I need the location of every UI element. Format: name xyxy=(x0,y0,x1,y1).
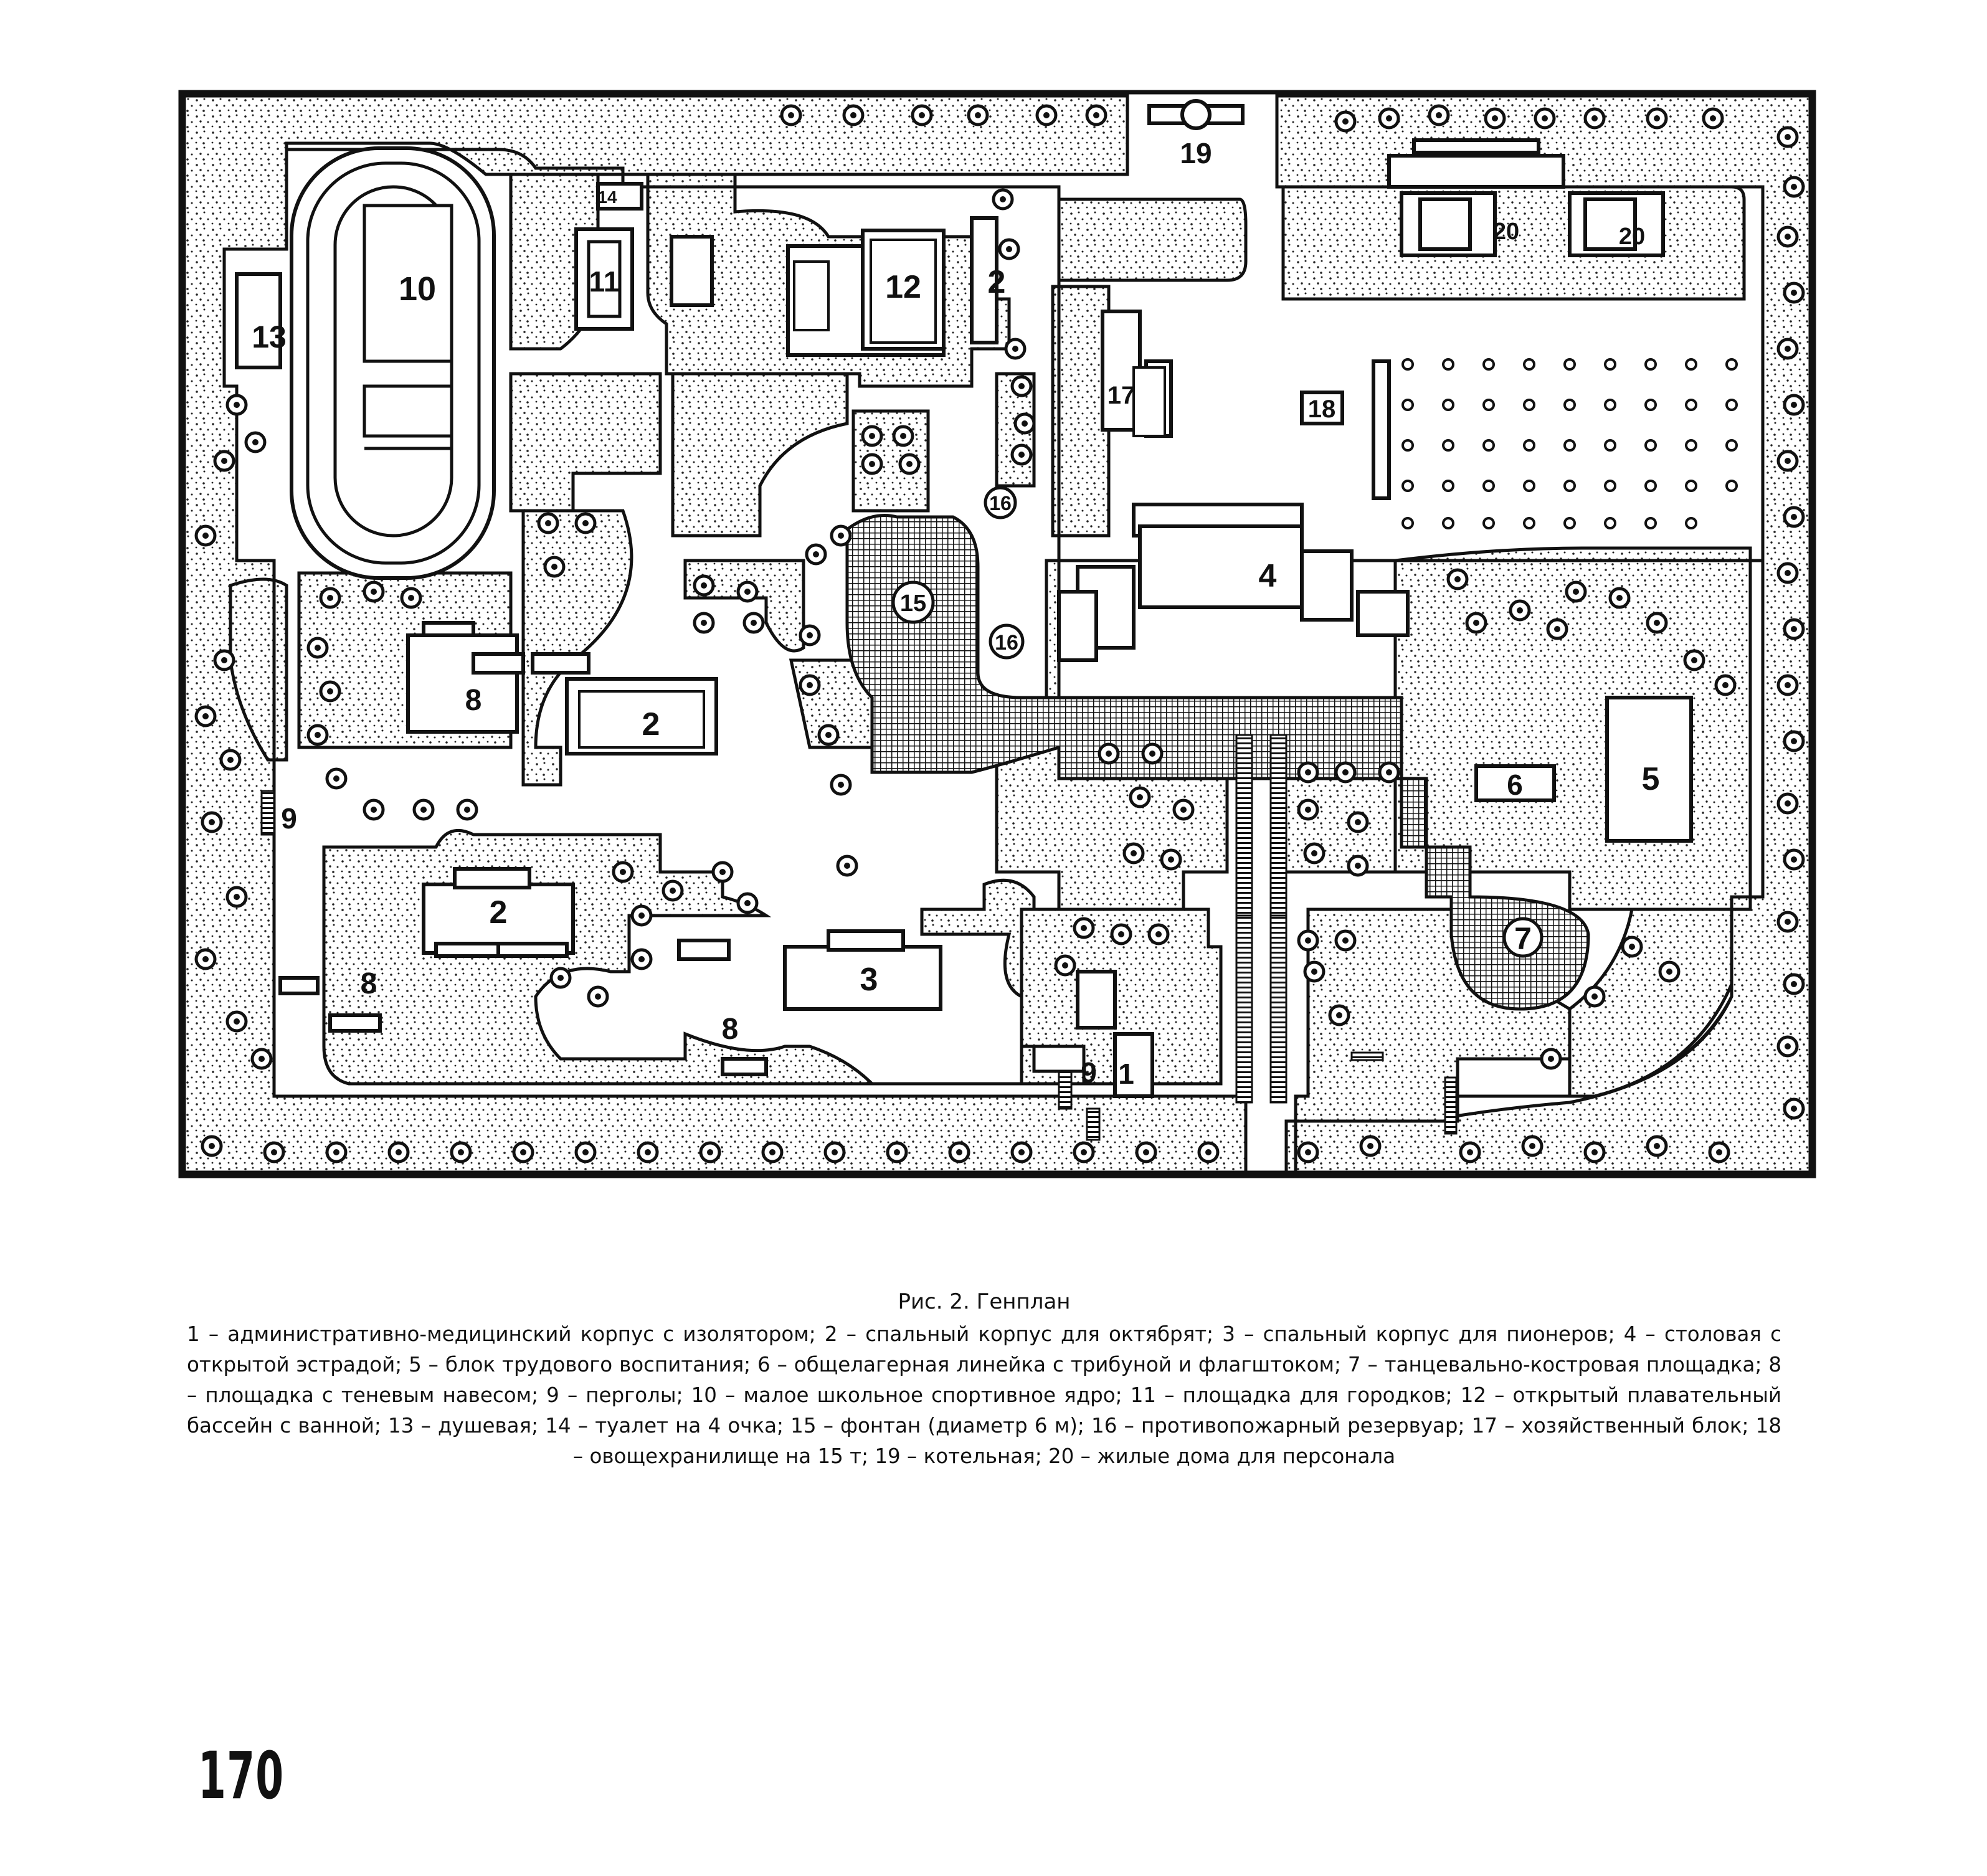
plan-label-20-east: 20 xyxy=(1619,224,1645,250)
circular-features xyxy=(891,486,1544,958)
page-number: 170 xyxy=(198,1738,285,1814)
plan-label-8-south: 8 xyxy=(722,1013,739,1046)
plan-label-4: 4 xyxy=(1259,558,1277,594)
roads xyxy=(222,148,1765,1174)
plan-label-10: 10 xyxy=(399,270,436,308)
plan-label-6: 6 xyxy=(1507,769,1523,801)
plaza xyxy=(845,514,1590,1011)
buildings xyxy=(235,99,1693,1098)
plan-label-8-west: 8 xyxy=(361,967,377,1000)
plan-label-14: 14 xyxy=(597,187,617,207)
plan-label-2-south: 2 xyxy=(490,894,508,931)
plan-label-7: 7 xyxy=(1514,921,1532,956)
plan-label-20-west: 20 xyxy=(1493,219,1519,245)
plan-label-8-north: 8 xyxy=(465,684,482,717)
plan-label-9-south: 9 xyxy=(1081,1056,1097,1089)
sports-core xyxy=(290,146,496,580)
figure-title: Рис. 2. Генплан xyxy=(898,1289,1071,1314)
figure-caption: Рис. 2. Генплан 1 – административно-меди… xyxy=(187,1289,1781,1472)
plan-label-5: 5 xyxy=(1642,761,1660,797)
figure-legend: 1 – административно-медицинский корпус с… xyxy=(187,1322,1781,1468)
plan-label-2-center: 2 xyxy=(642,706,660,742)
plan-label-13: 13 xyxy=(252,320,287,354)
plan-label-19: 19 xyxy=(1180,137,1212,169)
plan-label-16-south: 16 xyxy=(995,631,1018,655)
plan-label-12: 12 xyxy=(885,269,921,305)
stair-hatching xyxy=(260,734,1458,1141)
plan-label-2-east: 2 xyxy=(988,264,1006,300)
plan-label-1: 1 xyxy=(1118,1058,1134,1090)
plan-label-11: 11 xyxy=(589,265,620,298)
plan-label-9-west: 9 xyxy=(281,802,297,835)
plan-label-18: 18 xyxy=(1308,396,1336,423)
plan-label-15: 15 xyxy=(900,590,926,617)
plan-label-17: 17 xyxy=(1107,382,1136,409)
plan-label-16-north: 16 xyxy=(989,492,1012,514)
orchard xyxy=(1401,358,1738,529)
site-plan-drawing: 1 2 2 2 3 4 5 6 7 8 8 8 9 9 10 11 12 13 … xyxy=(178,90,1816,1178)
plan-label-3: 3 xyxy=(860,962,878,998)
